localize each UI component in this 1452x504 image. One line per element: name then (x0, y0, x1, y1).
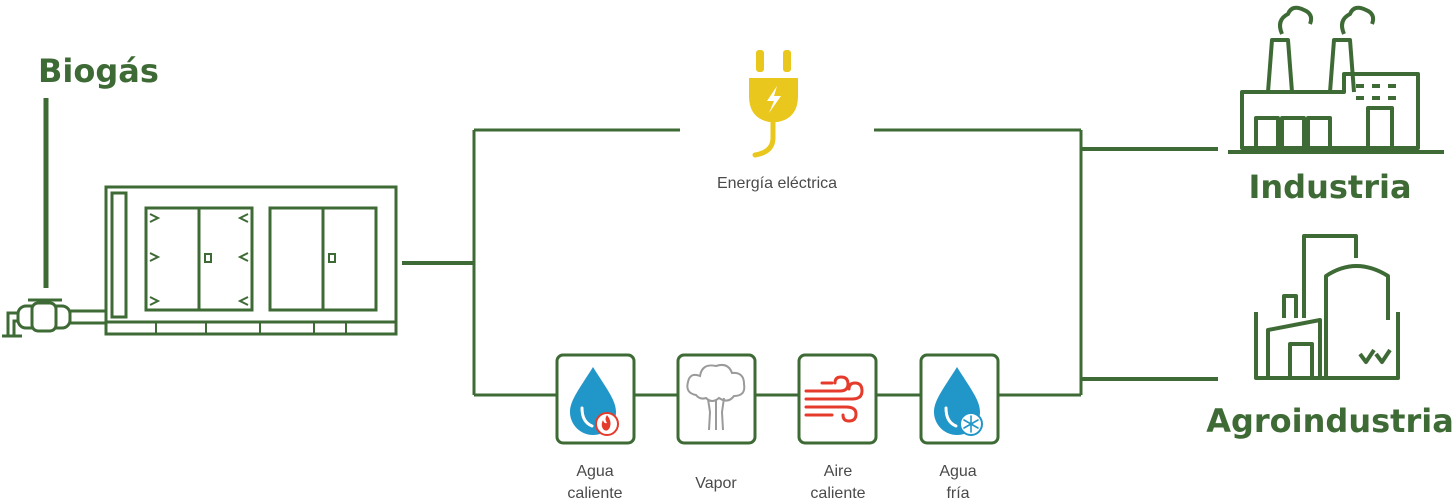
biogas-label: Biogás (38, 52, 159, 90)
output-label-1a: Agua (576, 463, 613, 480)
factory-icon (1228, 5, 1444, 154)
output-label-3a: Aire (824, 463, 853, 480)
output-hot-air (797, 353, 878, 445)
agroindustry-plant-icon (1254, 234, 1400, 380)
output-label-1b: caliente (567, 485, 622, 502)
plug-icon (749, 50, 798, 158)
output-label-3b: caliente (810, 485, 865, 502)
output-label-2: Vapor (695, 475, 737, 492)
agroindustria-label: Agroindustria (1206, 402, 1452, 440)
hot-air-icon (804, 375, 864, 423)
output-label-4b: fría (946, 485, 969, 502)
output-hot-water (555, 353, 636, 445)
industria-label: Industria (1248, 168, 1411, 206)
output-cold-water (919, 353, 1000, 445)
generator-container (104, 185, 398, 336)
output-label-4a: Agua (939, 463, 976, 480)
valve-icon (2, 298, 108, 338)
energia-label: Energía eléctrica (717, 175, 837, 192)
steam-cloud-icon (686, 363, 746, 431)
output-steam (676, 353, 757, 445)
